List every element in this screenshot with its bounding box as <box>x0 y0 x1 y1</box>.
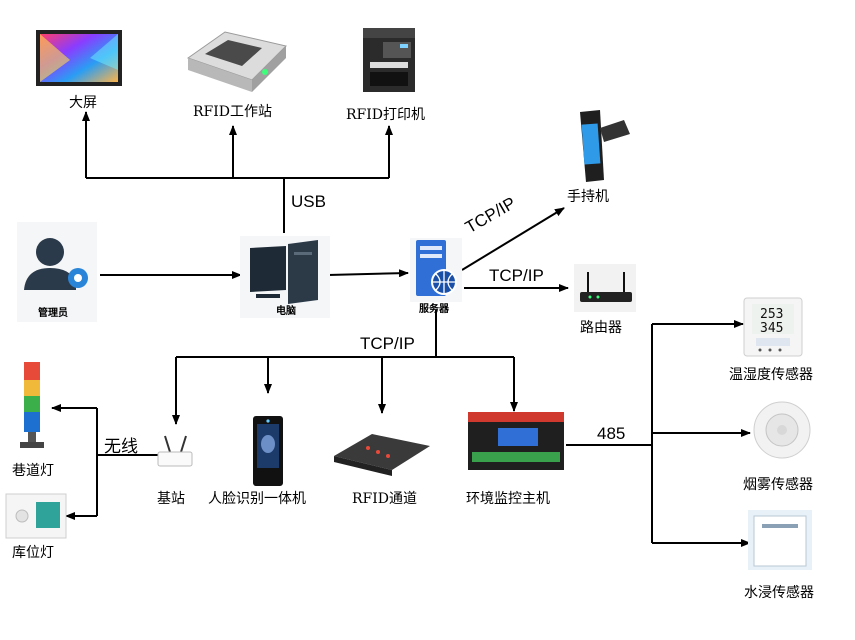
computer-icon <box>240 236 330 318</box>
edge-label-tcp-bus: TCP/IP <box>360 334 415 353</box>
connector-computer-server <box>327 269 409 278</box>
label-computer: 电脑 <box>276 306 296 317</box>
env-host-icon <box>468 412 564 470</box>
label-temp-humidity-sensor: 温湿度传感器 <box>729 367 813 383</box>
edge-label-usb: USB <box>291 192 326 211</box>
humidity-readout: 345 <box>760 321 783 336</box>
temp-humidity-sensor-icon <box>743 297 803 357</box>
rfid-printer-icon <box>363 28 415 92</box>
base-station-icon <box>157 435 193 467</box>
rfid-channel-icon <box>334 434 430 476</box>
rfid-workstation-icon <box>186 31 287 92</box>
smoke-sensor-icon <box>753 401 811 459</box>
face-terminal-icon <box>253 416 283 486</box>
connector-485 <box>566 320 751 547</box>
edge-label-tcp-router: TCP/IP <box>489 266 544 285</box>
edge-label-485: 485 <box>597 424 626 443</box>
label-smoke-sensor: 烟雾传感器 <box>743 477 813 493</box>
aisle-light-icon <box>20 362 44 448</box>
label-env-host: 环境监控主机 <box>466 491 550 507</box>
label-big-screen: 大屏 <box>69 95 97 111</box>
handheld-icon <box>580 110 630 182</box>
connector-tcp-bus <box>172 310 518 425</box>
label-router: 路由器 <box>580 320 622 336</box>
shelf-light-icon <box>5 493 67 539</box>
label-base-station: 基站 <box>157 491 185 507</box>
server-icon <box>410 238 462 302</box>
label-shelf-light: 库位灯 <box>12 545 54 561</box>
label-face-terminal: 人脸识别一体机 <box>208 491 306 507</box>
label-rfid-workstation: RFID工作站 <box>193 104 273 120</box>
big-screen-icon <box>36 30 122 86</box>
label-aisle-light: 巷道灯 <box>12 463 54 479</box>
connector-wireless <box>51 404 158 520</box>
label-water-sensor: 水浸传感器 <box>744 585 814 601</box>
router-icon <box>574 264 636 312</box>
connector-top-tree <box>82 111 393 233</box>
label-rfid-channel: RFID通道 <box>352 491 418 507</box>
label-server: 服务器 <box>419 304 449 315</box>
edge-label-wireless: 无线 <box>104 437 138 457</box>
water-sensor-icon <box>748 510 812 570</box>
label-admin: 管理员 <box>38 308 68 319</box>
connector-server-handheld <box>461 207 565 271</box>
label-rfid-printer: RFID打印机 <box>346 107 426 123</box>
label-handheld: 手持机 <box>567 189 609 205</box>
temperature-readout: 253 <box>760 307 783 322</box>
admin-icon <box>17 222 97 322</box>
